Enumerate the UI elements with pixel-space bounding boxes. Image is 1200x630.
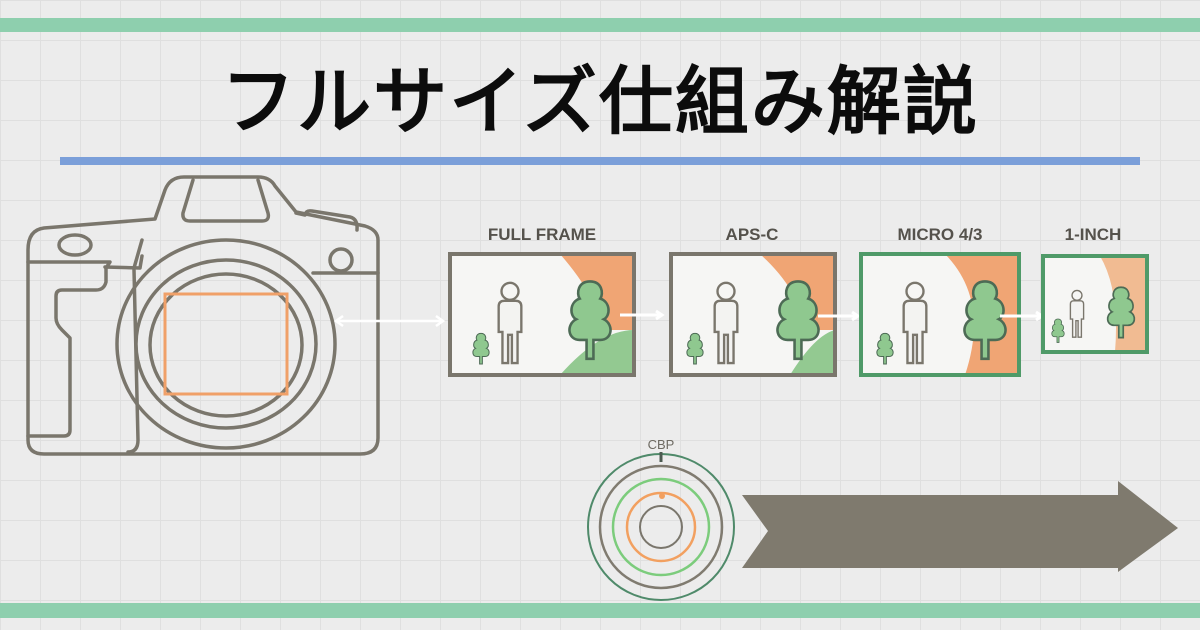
- camera-outline-icon: [26, 175, 380, 456]
- sensor-outline: [163, 292, 289, 396]
- format-full-frame: FULL FRAME: [448, 225, 636, 377]
- concentric-circles-diagram: CBP: [587, 437, 735, 601]
- cbp-label: CBP: [648, 437, 675, 452]
- format-label: 1-INCH: [1065, 225, 1122, 244]
- double-arrow-icon: [333, 314, 446, 328]
- page-title: フルサイズ仕組み解説: [221, 59, 979, 145]
- title-underline: [60, 157, 1140, 165]
- format-micro-four-thirds: MICRO 4/3: [859, 225, 1021, 377]
- arrow-icon: [818, 310, 861, 322]
- format-label: FULL FRAME: [488, 225, 596, 244]
- bottom-accent-bar: [0, 603, 1200, 618]
- progress-arrow-icon: [742, 481, 1178, 572]
- format-one-inch: 1-INCH: [1041, 225, 1149, 354]
- arrow-icon: [620, 309, 665, 321]
- top-accent-bar: [0, 18, 1200, 32]
- format-label: MICRO 4/3: [897, 225, 982, 244]
- format-label: APS-C: [726, 225, 779, 244]
- format-aps-c: APS-C: [669, 225, 837, 377]
